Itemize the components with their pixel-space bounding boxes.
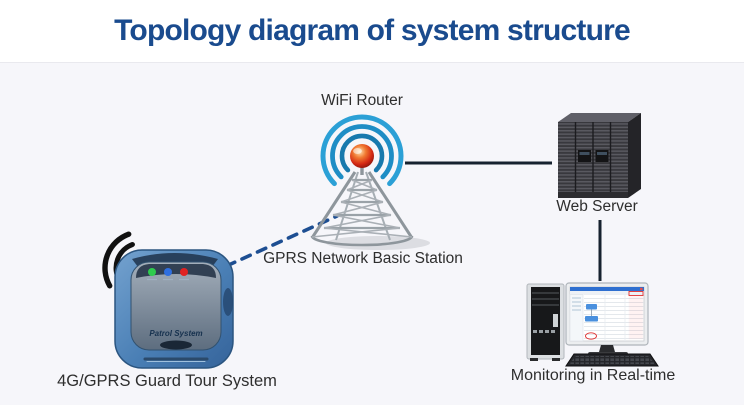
tower-lattice [310, 171, 414, 247]
device-front-panel [130, 261, 222, 351]
label-wifi-router: WiFi Router [321, 92, 403, 109]
led-red [180, 268, 188, 276]
red-beacon-icon [350, 144, 374, 168]
device-side-button [223, 288, 233, 316]
label-gprs-basic-station: GPRS Network Basic Station [263, 250, 463, 267]
monitor-stand-neck [599, 345, 615, 352]
connector-lines [209, 161, 602, 281]
server-display-glow [579, 152, 590, 155]
page-title: Topology diagram of system structure [114, 14, 631, 47]
label-guard-tour-system: 4G/GPRS Guard Tour System [57, 372, 277, 390]
monitor-icon [565, 282, 649, 356]
led-blue [164, 268, 172, 276]
dashed-link-device-to-station [209, 214, 339, 275]
server-column-dividers [574, 122, 612, 198]
diagram-artwork: Patrol System [102, 113, 659, 369]
device-led-band [136, 264, 216, 278]
device-brand-text: Patrol System [149, 329, 202, 338]
device-speaker-notch [160, 340, 192, 350]
diagram-header: Topology diagram of system structure [0, 0, 744, 63]
label-web-server: Web Server [556, 198, 638, 215]
led-green [148, 268, 156, 276]
device-bottom-slot [143, 357, 209, 362]
device-status-leds [147, 268, 189, 281]
monitoring-software-ui [569, 287, 644, 342]
pc-front-ports [533, 330, 555, 333]
label-monitoring: Monitoring in Real-time [510, 367, 676, 384]
tower-shadow [326, 236, 430, 250]
keyboard-icon [565, 353, 659, 367]
server-display-right [595, 150, 609, 162]
beacon-highlight [353, 148, 362, 154]
server-display-left [578, 150, 591, 162]
antenna-tower-icon [310, 114, 430, 250]
server-base-strip [558, 192, 628, 198]
server-top-face [558, 113, 641, 122]
wifi-waves-icon [320, 114, 404, 187]
guard-tour-device-icon: Patrol System [102, 231, 234, 369]
pc-tower-icon [526, 283, 565, 361]
server-display-glow [597, 152, 607, 155]
pc-power-button [553, 314, 558, 327]
workstation-icon [526, 282, 659, 367]
server-side-face [628, 113, 641, 198]
server-rack-icon [558, 113, 641, 198]
tower-cross-braces [311, 179, 413, 238]
